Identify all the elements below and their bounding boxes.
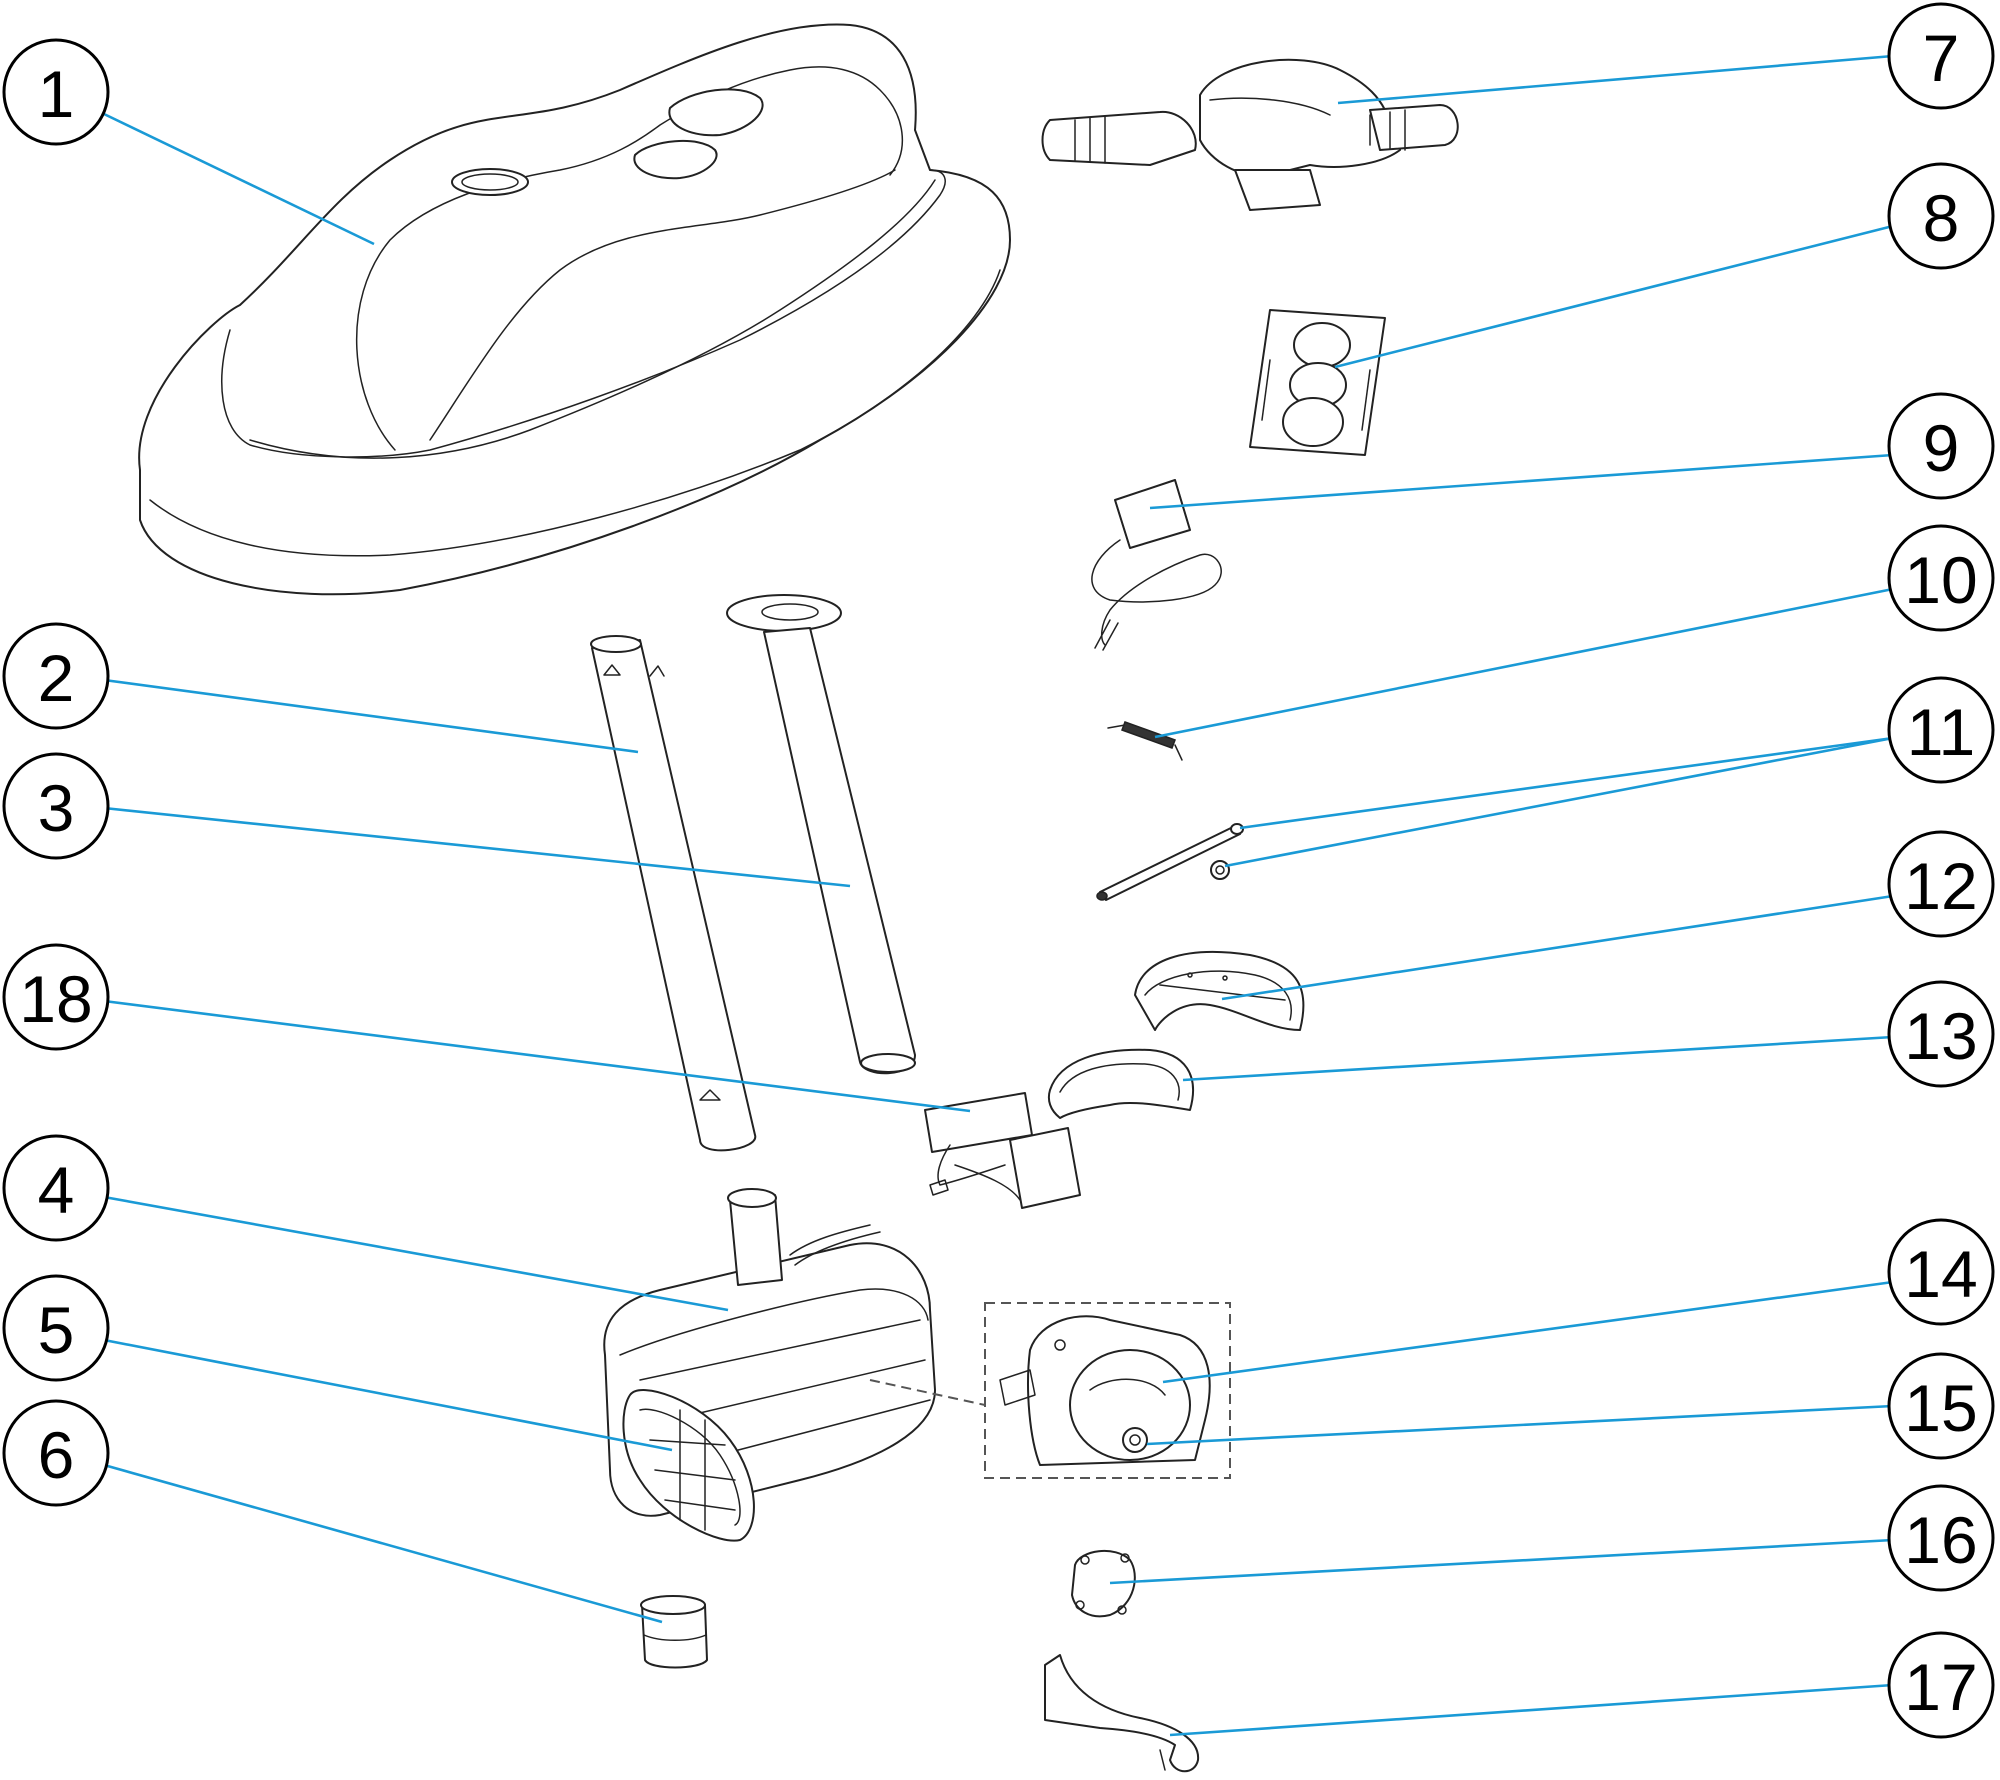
callout-label: 12 xyxy=(1904,849,1977,923)
callout-label: 18 xyxy=(19,962,92,1036)
leader-17 xyxy=(1169,1683,1894,1737)
leader-12 xyxy=(1221,894,1894,1001)
callout-18: 18 xyxy=(2,943,110,1051)
part-6-cap xyxy=(640,1595,708,1669)
part-14-15-pump-assembly xyxy=(869,1302,1231,1479)
leader-3 xyxy=(103,806,851,888)
part-13-gasket xyxy=(1047,1048,1195,1119)
leader-18 xyxy=(103,999,971,1113)
callout-label: 13 xyxy=(1904,999,1977,1073)
callout-9: 9 xyxy=(1887,392,1995,500)
callout-label: 17 xyxy=(1904,1650,1977,1724)
part-1-body-shell xyxy=(138,23,1011,596)
callout-6: 6 xyxy=(2,1399,110,1507)
callout-5: 5 xyxy=(2,1274,110,1382)
leader-2 xyxy=(103,678,639,754)
leader-14 xyxy=(1162,1280,1894,1384)
callout-label: 9 xyxy=(1923,411,1960,485)
callout-17: 17 xyxy=(1887,1631,1995,1739)
callout-3: 3 xyxy=(2,752,110,860)
leader-15 xyxy=(1146,1404,1894,1446)
callout-label: 5 xyxy=(38,1293,75,1367)
part-10-spring xyxy=(1107,721,1183,761)
callout-7: 7 xyxy=(1887,2,1995,110)
leader-1 xyxy=(103,112,375,246)
leader-11a xyxy=(1239,736,1894,830)
callout-label: 3 xyxy=(38,771,75,845)
leader-9 xyxy=(1149,453,1894,510)
callout-label: 10 xyxy=(1904,543,1977,617)
leader-5 xyxy=(103,1338,673,1452)
callout-15: 15 xyxy=(1887,1352,1995,1460)
callout-13: 13 xyxy=(1887,980,1995,1088)
part-9-charger xyxy=(1091,479,1222,651)
leader-6 xyxy=(103,1463,663,1624)
callout-1: 1 xyxy=(2,38,110,146)
part-5-intake-grille xyxy=(622,1389,755,1542)
callout-label: 4 xyxy=(38,1153,75,1227)
part-2-inner-tube xyxy=(590,635,757,1152)
leader-7 xyxy=(1337,54,1894,105)
callout-11: 11 xyxy=(1887,676,1995,784)
part-7-handlebar xyxy=(1041,58,1459,211)
part-17-nozzle xyxy=(1044,1654,1200,1773)
part-16-flange-plate xyxy=(1071,1549,1136,1618)
callout-label: 15 xyxy=(1904,1371,1977,1445)
leader-8 xyxy=(1334,224,1894,369)
leader-13 xyxy=(1182,1035,1894,1082)
callout-8: 8 xyxy=(1887,162,1995,270)
callout-2: 2 xyxy=(2,622,110,730)
part-11-rod-and-washer xyxy=(1096,823,1244,901)
leader-16 xyxy=(1109,1538,1894,1585)
callout-label: 11 xyxy=(1907,695,1976,769)
callout-label: 14 xyxy=(1904,1237,1977,1311)
callouts: 1 2 3 4 5 6 7 8 xyxy=(2,2,1995,1739)
callout-label: 8 xyxy=(1923,181,1960,255)
callout-label: 16 xyxy=(1904,1503,1977,1577)
callout-16: 16 xyxy=(1887,1484,1995,1592)
part-3-outer-tube xyxy=(726,594,916,1075)
callout-label: 7 xyxy=(1923,21,1960,95)
callout-14: 14 xyxy=(1887,1218,1995,1326)
part-12-cover-plate xyxy=(1134,951,1305,1031)
callout-12: 12 xyxy=(1887,830,1995,938)
leader-11b xyxy=(1224,736,1894,868)
leader-lines xyxy=(103,54,1894,1737)
callout-label: 2 xyxy=(38,641,75,715)
part-8-control-panel xyxy=(1249,309,1386,456)
leader-10 xyxy=(1154,587,1894,739)
callout-10: 10 xyxy=(1887,524,1995,632)
callout-4: 4 xyxy=(2,1134,110,1242)
callout-label: 6 xyxy=(38,1418,75,1492)
callout-label: 1 xyxy=(38,57,75,131)
leader-4 xyxy=(103,1195,729,1312)
